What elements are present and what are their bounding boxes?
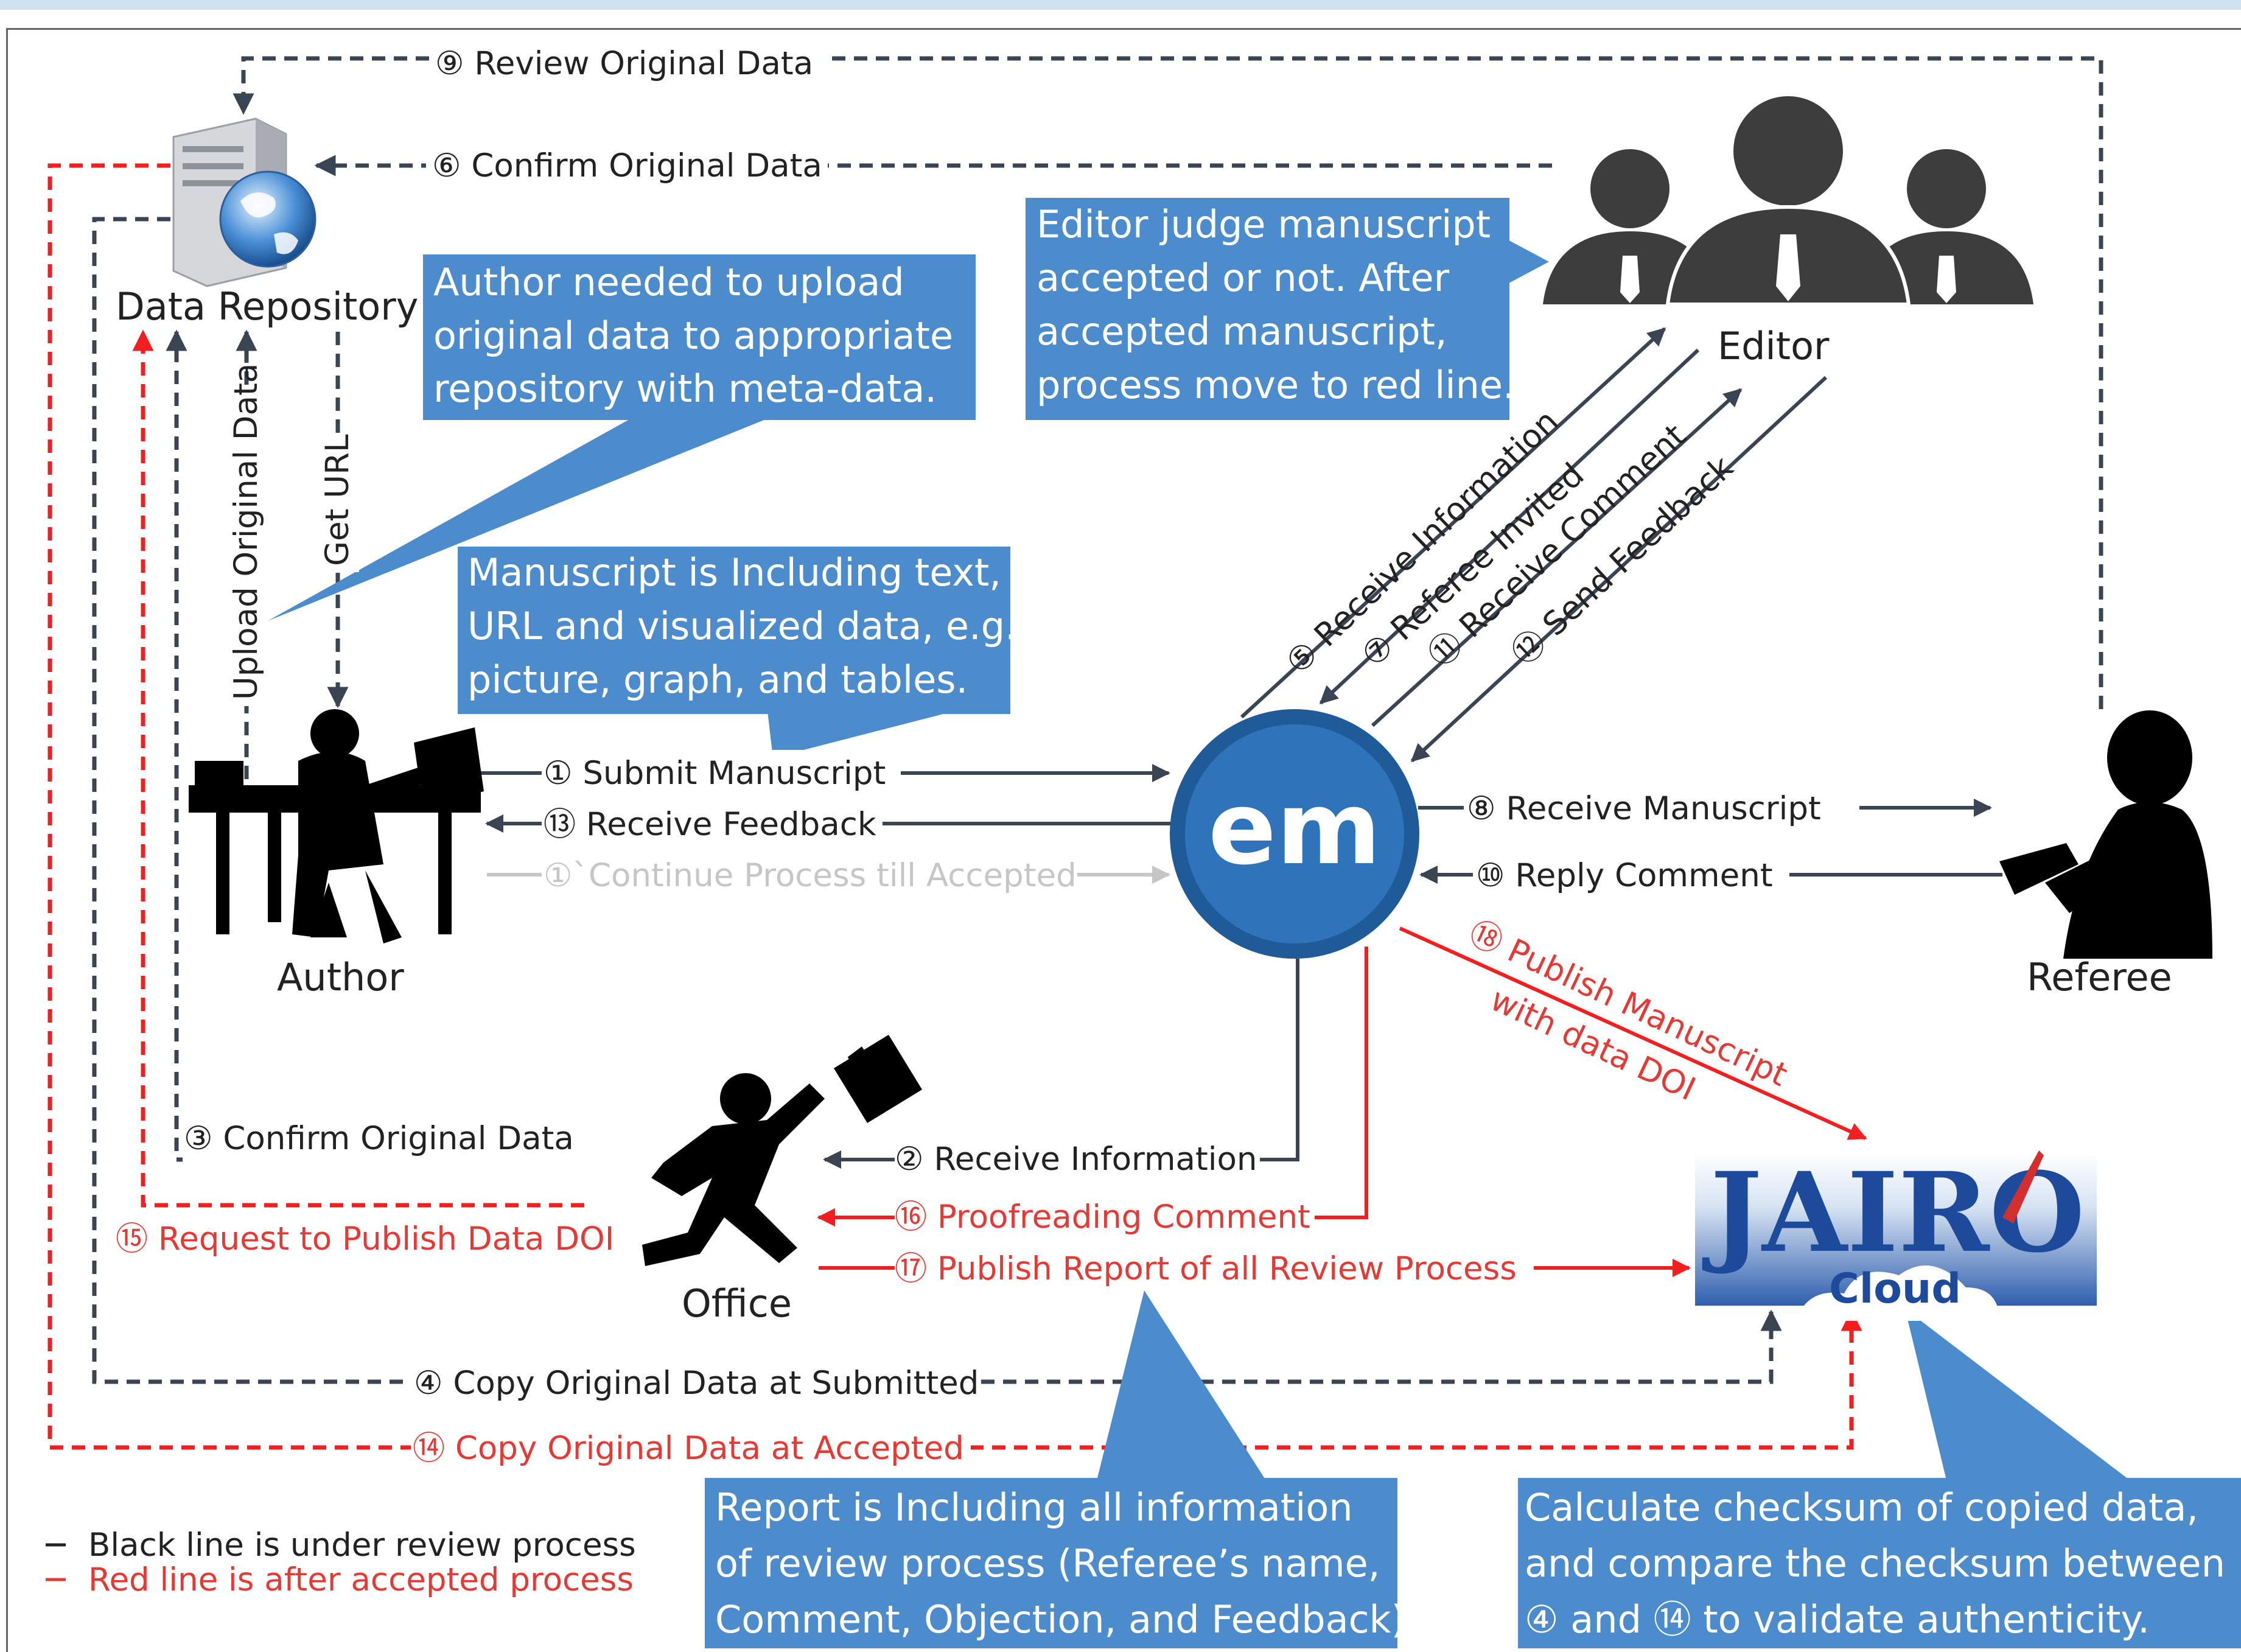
- callout-editor-judge: Editor judge manuscript accepted or not.…: [1026, 198, 1549, 420]
- author-icon: [189, 709, 484, 943]
- line-copy-submitted: [92, 217, 1782, 1384]
- callout-manuscript-line-2: URL and visualized data, e.g.: [467, 604, 1017, 648]
- step-10-label: ⑩ Reply Comment: [1476, 857, 1773, 894]
- callout-report-line-3: Comment, Objection, and Feedback): [715, 1597, 1406, 1642]
- em-logo-text: em: [1208, 770, 1381, 887]
- step-6-label: ⑥ Confirm Original Data: [432, 147, 822, 184]
- legend-black-text: Black line is under review process: [88, 1527, 636, 1564]
- em-logo: em: [1170, 709, 1419, 959]
- jairo-cloud-logo: JAIRO Cloud: [1695, 1149, 2097, 1321]
- data-repository-label: Data Repository: [116, 284, 418, 329]
- line-review-original-data: [232, 56, 2103, 709]
- callout-report-line-1: Report is Including all information: [715, 1485, 1353, 1530]
- step-4-label: ④ Copy Original Data at Submitted: [414, 1365, 979, 1402]
- callout-editor-line-1: Editor judge manuscript: [1037, 202, 1491, 247]
- callout-editor-line-3: accepted manuscript,: [1037, 309, 1447, 354]
- callout-manuscript-line-3: picture, graph, and tables.: [467, 657, 968, 702]
- step-16-label: ⑯ Proofreading Comment: [895, 1199, 1310, 1236]
- legend-red-text: Red line is after accepted process: [88, 1561, 634, 1598]
- callout-checksum: Calculate checksum of copied data, and c…: [1518, 1309, 2241, 1648]
- step-17-label: ⑰ Publish Report of all Review Process: [895, 1250, 1517, 1287]
- step-8-label: ⑧ Receive Manuscript: [1467, 790, 1821, 827]
- callout-manuscript-line-1: Manuscript is Including text,: [467, 550, 1001, 595]
- callout-checksum-line-3: ④ and ⑭ to validate authenticity.: [1525, 1597, 2150, 1642]
- callout-checksum-line-1: Calculate checksum of copied data,: [1525, 1485, 2198, 1530]
- callout-author-line-3: repository with meta-data.: [433, 366, 937, 411]
- step-15-label: ⑮ Request to Publish Data DOI: [116, 1220, 614, 1258]
- line-request-doi: [132, 329, 584, 1208]
- callout-manuscript: Manuscript is Including text, URL and vi…: [458, 547, 1017, 758]
- callout-editor-line-2: accepted or not. After: [1037, 256, 1450, 300]
- top-bar: [0, 0, 2241, 10]
- callout-author-line-2: original data to appropriate: [433, 313, 953, 358]
- get-url-label: Get URL: [319, 434, 356, 566]
- red-dashed-lines: [47, 163, 1862, 1450]
- upload-original-data-label: Upload Original Data: [228, 363, 265, 700]
- author-label: Author: [277, 955, 404, 999]
- callout-report: Report is Including all information of r…: [705, 1290, 1406, 1648]
- editor-label: Editor: [1718, 324, 1830, 368]
- line-copy-accepted: [47, 163, 1862, 1450]
- step-9-label: ⑨ Review Original Data: [435, 45, 813, 82]
- step-1-label: ① Submit Manuscript: [544, 755, 886, 792]
- step-14-label: ⑭ Copy Original Data at Accepted: [413, 1430, 964, 1467]
- referee-icon: [1999, 710, 2212, 959]
- callout-editor-line-4: process move to red line.: [1037, 363, 1515, 407]
- step-1b-label: ①`Continue Process till Accepted: [544, 857, 1077, 894]
- jairo-cloud-text: Cloud: [1829, 1265, 1961, 1313]
- server-icon: [172, 117, 316, 287]
- callout-author-line-1: Author needed to upload: [433, 260, 904, 304]
- step-13-label: ⑬ Receive Feedback: [544, 806, 876, 843]
- jairo-logo-text: JAIRO: [1702, 1149, 2085, 1277]
- step-3-label: ③ Confirm Original Data: [184, 1120, 574, 1157]
- referee-label: Referee: [2027, 955, 2172, 999]
- diagram-frame: [6, 28, 2241, 1652]
- office-runner-icon: [642, 1035, 922, 1266]
- legend: Black line is under review process Red l…: [46, 1527, 636, 1598]
- callout-author-upload: Author needed to upload original data to…: [268, 254, 976, 621]
- step-2-label: ② Receive Information: [895, 1141, 1257, 1178]
- callout-checksum-line-2: and compare the checksum between: [1525, 1541, 2225, 1586]
- office-label: Office: [682, 1281, 792, 1326]
- callout-report-line-2: of review process (Referee’s name,: [715, 1541, 1380, 1586]
- editor-group-icon: [1543, 96, 2033, 306]
